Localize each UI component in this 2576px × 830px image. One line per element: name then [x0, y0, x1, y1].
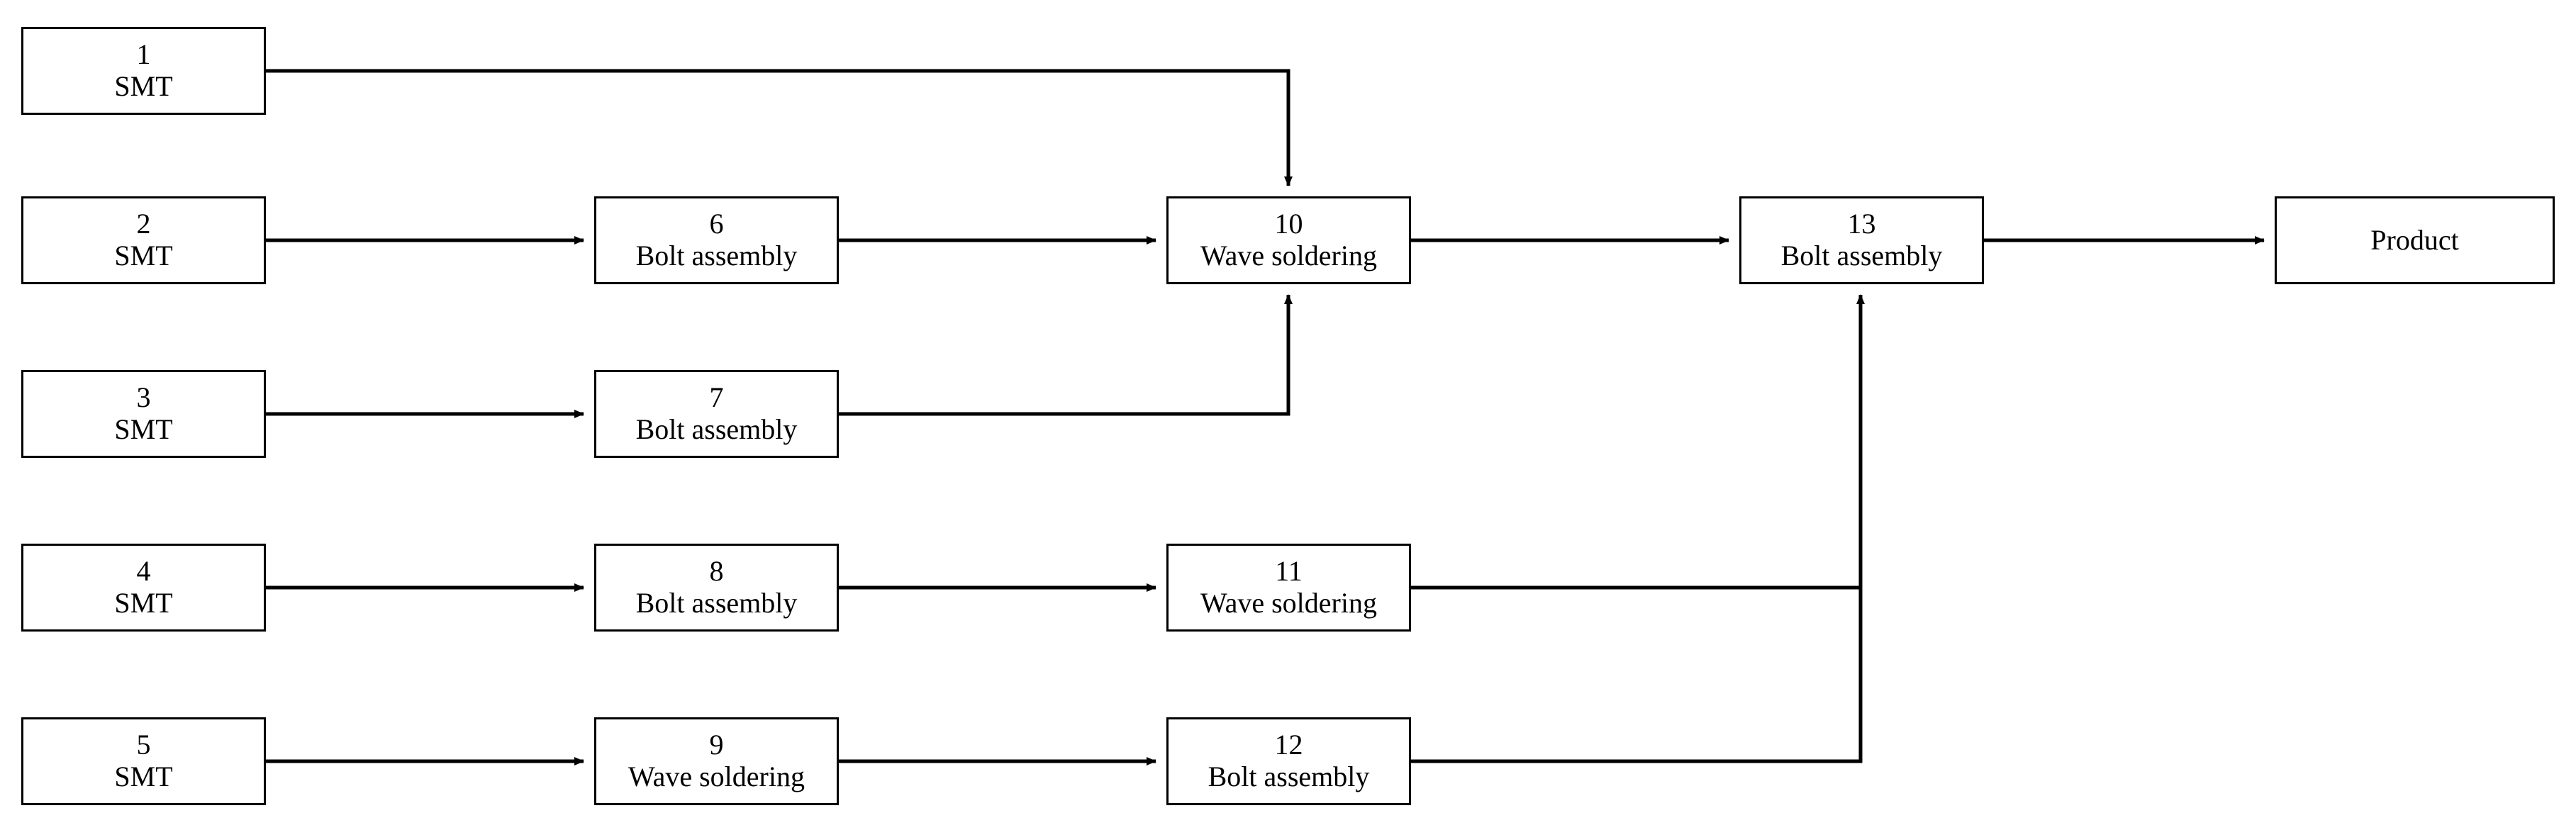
node-id: 4	[136, 555, 151, 588]
process-node-8[interactable]: 8 Bolt assembly	[594, 544, 839, 632]
node-id: 10	[1274, 208, 1303, 240]
node-id: 7	[709, 381, 724, 414]
process-node-2[interactable]: 2 SMT	[21, 196, 266, 284]
node-label: SMT	[114, 413, 173, 445]
node-label: Bolt assembly	[635, 240, 798, 271]
process-node-11[interactable]: 11 Wave soldering	[1166, 544, 1411, 632]
edge-7-to-10	[839, 294, 1293, 416]
node-label: Bolt assembly	[635, 587, 798, 619]
node-label: Wave soldering	[628, 761, 805, 792]
process-node-7[interactable]: 7 Bolt assembly	[594, 370, 839, 458]
process-node-10[interactable]: 10 Wave soldering	[1166, 196, 1411, 284]
node-id: 9	[709, 729, 724, 761]
process-node-1[interactable]: 1 SMT	[21, 27, 266, 115]
process-node-3[interactable]: 3 SMT	[21, 370, 266, 458]
node-id: 12	[1274, 729, 1303, 761]
process-node-4[interactable]: 4 SMT	[21, 544, 266, 632]
process-node-6[interactable]: 6 Bolt assembly	[594, 196, 839, 284]
node-label: SMT	[114, 587, 173, 619]
edge-11-to-13	[1411, 294, 1865, 590]
node-id: 1	[136, 38, 151, 71]
process-node-9[interactable]: 9 Wave soldering	[594, 717, 839, 805]
node-label: Bolt assembly	[1780, 240, 1943, 271]
node-label: SMT	[114, 240, 173, 271]
product-node[interactable]: Product	[2275, 196, 2555, 284]
edge-12-to-13	[1411, 588, 1863, 763]
node-id: 13	[1847, 208, 1876, 240]
node-label: Bolt assembly	[635, 413, 798, 445]
node-id: 2	[136, 208, 151, 240]
node-id: 3	[136, 381, 151, 414]
process-node-5[interactable]: 5 SMT	[21, 717, 266, 805]
node-label: Product	[2370, 223, 2459, 256]
edge-1-to-10	[266, 69, 1293, 186]
node-label: SMT	[114, 70, 173, 102]
node-label: SMT	[114, 761, 173, 792]
node-id: 5	[136, 729, 151, 761]
process-node-13[interactable]: 13 Bolt assembly	[1739, 196, 1984, 284]
node-label: Wave soldering	[1200, 587, 1377, 619]
process-node-12[interactable]: 12 Bolt assembly	[1166, 717, 1411, 805]
node-id: 8	[709, 555, 724, 588]
node-label: Wave soldering	[1200, 240, 1377, 271]
node-id: 6	[709, 208, 724, 240]
node-id: 11	[1275, 555, 1303, 588]
node-label: Bolt assembly	[1208, 761, 1370, 792]
